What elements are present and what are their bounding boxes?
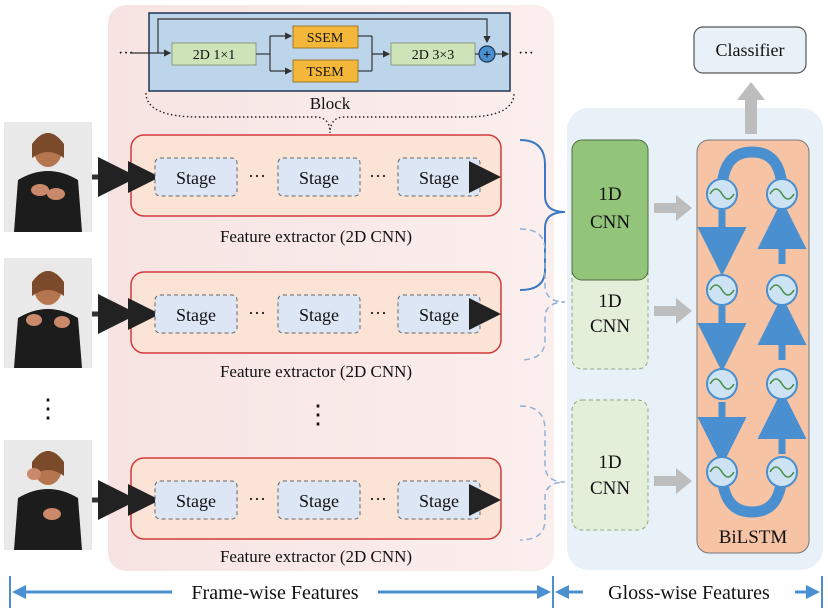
tsem-label: TSEM: [306, 65, 344, 80]
rows-vertical-dots: ⋮: [305, 400, 331, 429]
cnn1d-label: CNN: [590, 212, 630, 233]
feature-extractor-row: Stage ··· Stage ··· Stage Feature extrac…: [92, 457, 502, 566]
frame-image: [4, 122, 92, 232]
cnn1d-label: 1D: [598, 184, 621, 205]
feature-extractor-row: Stage ··· Stage ··· Stage Feature extrac…: [92, 271, 502, 381]
lstm-cell: [706, 368, 738, 400]
stage-label: Stage: [299, 305, 339, 325]
stage-label: Stage: [176, 491, 216, 511]
lstm-cell: [706, 274, 738, 306]
feature-extractor-caption: Feature extractor (2D CNN): [220, 362, 412, 381]
gray-arrows: [654, 195, 692, 494]
bilstm-label: BiLSTM: [719, 527, 788, 548]
add-node-symbol: +: [483, 48, 491, 63]
cnn1d-label: CNN: [590, 316, 630, 337]
conv-2d-1x1-label: 2D 1×1: [193, 48, 236, 63]
block-detail: ··· ··· 2D 1×1 SSEM TSEM 2D 3×3 + Block: [118, 12, 534, 134]
stage-label: Stage: [176, 305, 216, 325]
block-brace: [145, 92, 515, 134]
stage-ellipsis: ···: [248, 489, 266, 509]
lstm-cell: [766, 178, 798, 210]
lstm-cell: [766, 368, 798, 400]
lstm-cell: [766, 456, 798, 488]
cnn1d-box: [571, 139, 649, 281]
bottom-scale: Frame-wise Features Gloss-wise Features: [9, 576, 823, 608]
stage-label: Stage: [419, 491, 459, 511]
frame-image: [4, 258, 92, 368]
feature-extractor-row: Stage ··· Stage ··· Stage Feature extrac…: [92, 134, 502, 246]
frame-images: ⋮: [4, 122, 92, 550]
bracket-solid: [519, 139, 566, 291]
bracket-dashed: [519, 228, 566, 361]
feature-extractor-caption: Feature extractor (2D CNN): [220, 547, 412, 566]
lstm-cell: [706, 456, 738, 488]
stage-label: Stage: [176, 168, 216, 188]
gloss-wise-label: Gloss-wise Features: [608, 582, 770, 604]
classifier-label: Classifier: [716, 40, 785, 60]
bracket-dashed: [519, 405, 566, 541]
stage-label: Stage: [419, 305, 459, 325]
stage-box: [154, 294, 238, 334]
stage-box: [154, 157, 238, 197]
stage-ellipsis: ···: [248, 303, 266, 323]
bilstm: BiLSTM: [696, 139, 810, 554]
stage-ellipsis: ···: [248, 166, 266, 186]
lstm-cell: [706, 178, 738, 210]
stage-box: [277, 480, 361, 520]
classifier-box: [693, 26, 807, 74]
cnn1d-box: [571, 399, 649, 531]
ssem-label: SSEM: [307, 31, 344, 46]
block-caption: Block: [310, 94, 351, 113]
frames-vertical-dots: ⋮: [35, 394, 61, 423]
frame-wise-label: Frame-wise Features: [191, 582, 358, 604]
feature-extractor-caption: Feature extractor (2D CNN): [220, 227, 412, 246]
to-classifier-arrow: [737, 82, 765, 134]
stage-box: [154, 480, 238, 520]
block-ellipsis-left: ···: [118, 45, 134, 62]
conv-2d-3x3-label: 2D 3×3: [412, 48, 455, 63]
stage-box: [277, 157, 361, 197]
block-ellipsis-right: ···: [518, 45, 534, 62]
stage-ellipsis: ···: [369, 166, 387, 186]
cnn1d-label: 1D: [598, 452, 621, 473]
cnn1d-label: CNN: [590, 478, 630, 499]
stage-ellipsis: ···: [369, 303, 387, 323]
ssem-module: [292, 25, 359, 49]
stage-label: Stage: [299, 491, 339, 511]
frame-image: [4, 440, 92, 550]
stage-label: Stage: [419, 168, 459, 188]
cnn1d-label: 1D: [598, 291, 621, 312]
stage-label: Stage: [299, 168, 339, 188]
stage-box: [277, 294, 361, 334]
lstm-cell: [766, 274, 798, 306]
stage-ellipsis: ···: [369, 489, 387, 509]
